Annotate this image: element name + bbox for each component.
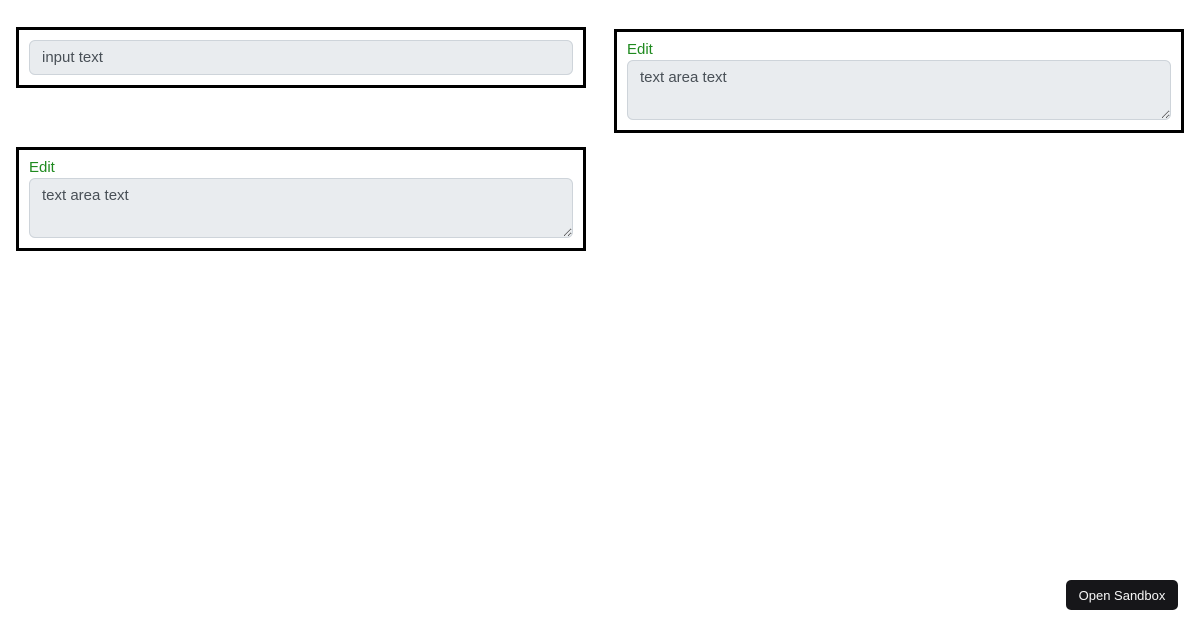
textarea-panel-right: Edit text area text [614, 29, 1184, 133]
open-sandbox-button[interactable]: Open Sandbox [1066, 580, 1178, 610]
textarea-panel-left: Edit text area text [16, 147, 586, 251]
text-input[interactable] [29, 40, 573, 75]
edit-link[interactable]: Edit [627, 41, 653, 58]
input-panel [16, 27, 586, 88]
edit-link[interactable]: Edit [29, 159, 55, 176]
textarea-input[interactable]: text area text [29, 178, 573, 238]
textarea-input[interactable]: text area text [627, 60, 1171, 120]
